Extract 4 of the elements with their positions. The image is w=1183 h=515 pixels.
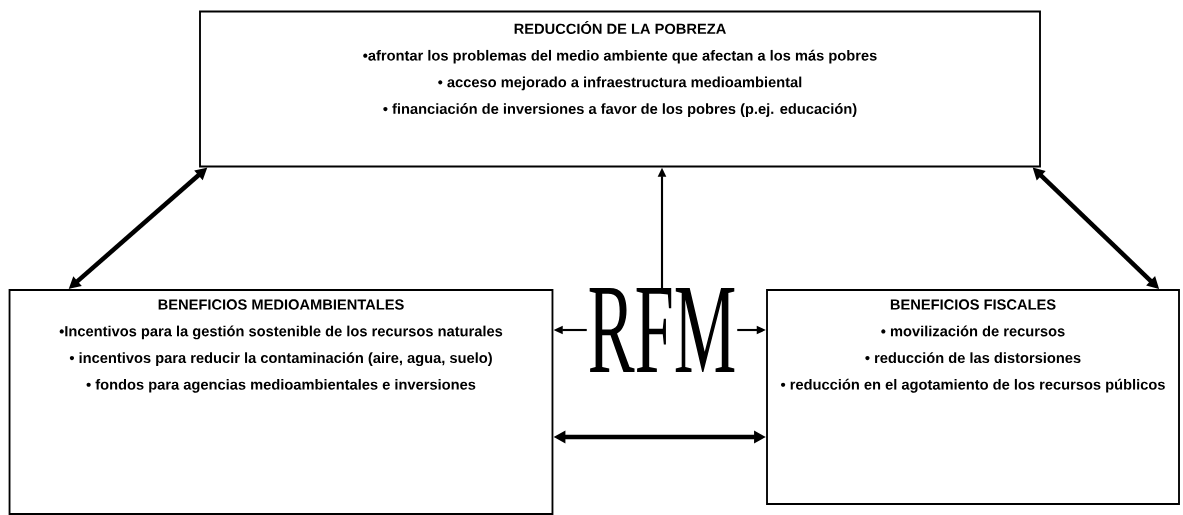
acronym-text: RFM bbox=[589, 288, 735, 372]
text-box: BENEFICIOS FISCALES • movilización de recursos • reducción de las distorsiones • reducción en el agotamiento de los recursos públicos bbox=[766, 289, 1180, 505]
text-box: REDUCCIÓN DE LA POBREZA •afrontar los problemas del medio ambiente que afectan a los más pobres • acceso mejorado a infraestructura medioambiental • financiación de inversiones a favor de los pobres (p.ej. educación) bbox=[199, 10, 1041, 168]
text-box: BENEFICIOS MEDIOAMBIENTALES •Incentivos para la gestión sostenible de los recursos naturales • incentivos para reducir la contaminación (aire, agua, suelo) • fondos para agencias medioambientales e inversiones bbox=[8, 289, 554, 515]
